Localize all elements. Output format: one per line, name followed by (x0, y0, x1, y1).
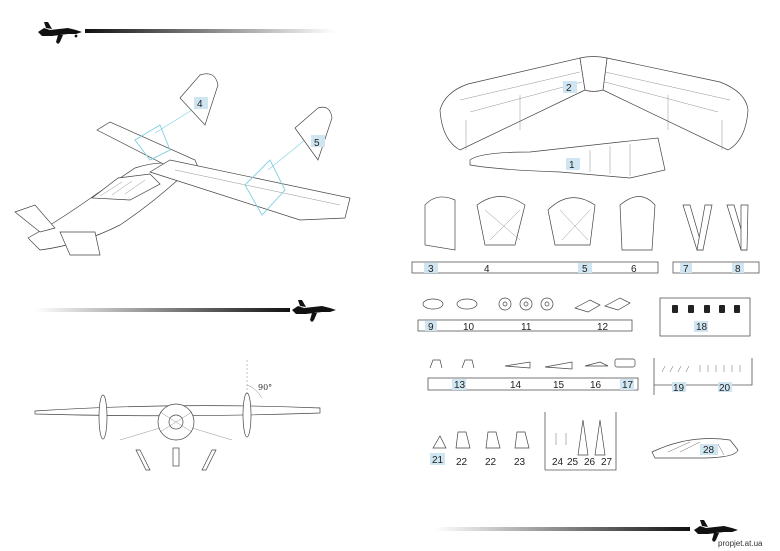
label-4-detail: 4 (197, 99, 203, 110)
front-view-drawing: 90° (34, 360, 321, 471)
label-5: 5 (582, 264, 588, 275)
label-8: 8 (735, 264, 741, 275)
sheet-parts-9-12: 9 10 11 12 (417, 297, 633, 333)
sheet-part-28: 28 (651, 438, 739, 459)
middle-left-bar (35, 300, 336, 322)
label-23: 23 (514, 457, 526, 468)
assembly-isometric-drawing: 4 5 (14, 73, 351, 256)
label-4: 4 (484, 264, 490, 275)
part-4-detail: 4 (179, 73, 219, 126)
label-6: 6 (631, 264, 637, 275)
label-3: 3 (428, 264, 434, 275)
label-16: 16 (590, 380, 602, 391)
label-1: 1 (569, 160, 575, 171)
label-27: 27 (601, 457, 613, 468)
parts-wing-fuselage: 2 1 (439, 56, 749, 179)
plane-silhouette-icon (38, 22, 82, 44)
label-13: 13 (454, 380, 466, 391)
label-26: 26 (584, 457, 596, 468)
label-24: 24 (552, 457, 564, 468)
label-10: 10 (463, 322, 475, 333)
label-21: 21 (432, 455, 444, 466)
label-11: 11 (521, 322, 532, 333)
label-14: 14 (510, 380, 522, 391)
label-15: 15 (553, 380, 565, 391)
label-17: 17 (622, 380, 634, 391)
sheet-parts-13-17: 13 14 15 16 17 (427, 358, 639, 391)
label-19: 19 (673, 383, 685, 394)
sheet-parts-19-20: 19 20 (653, 358, 753, 395)
sheet-parts-24-27: 24 25 26 27 (544, 412, 617, 471)
label-28: 28 (703, 445, 715, 456)
sheet-parts-3-6: 3 4 5 6 (411, 196, 659, 275)
label-22b: 22 (485, 457, 497, 468)
label-9: 9 (428, 322, 434, 333)
label-20: 20 (719, 383, 731, 394)
plane-silhouette-icon (694, 520, 738, 542)
footer-right-bar (435, 520, 738, 542)
label-22a: 22 (456, 457, 468, 468)
label-25: 25 (567, 457, 579, 468)
angle-90-label: 90° (258, 383, 272, 392)
sheet-parts-21-23: 21 22 22 23 (430, 431, 530, 468)
header-left-bar (38, 22, 335, 44)
plane-silhouette-icon (292, 300, 336, 322)
sheet-parts-7-8: 7 8 (672, 204, 760, 275)
part-5-detail: 5 (294, 106, 333, 161)
label-5-detail: 5 (314, 138, 320, 149)
label-7: 7 (683, 264, 689, 275)
watermark-text: propjet.at.ua (718, 539, 763, 548)
label-12: 12 (597, 322, 609, 333)
label-18: 18 (696, 322, 708, 333)
sheet-part-18: 18 (659, 297, 751, 337)
label-2: 2 (566, 83, 572, 94)
